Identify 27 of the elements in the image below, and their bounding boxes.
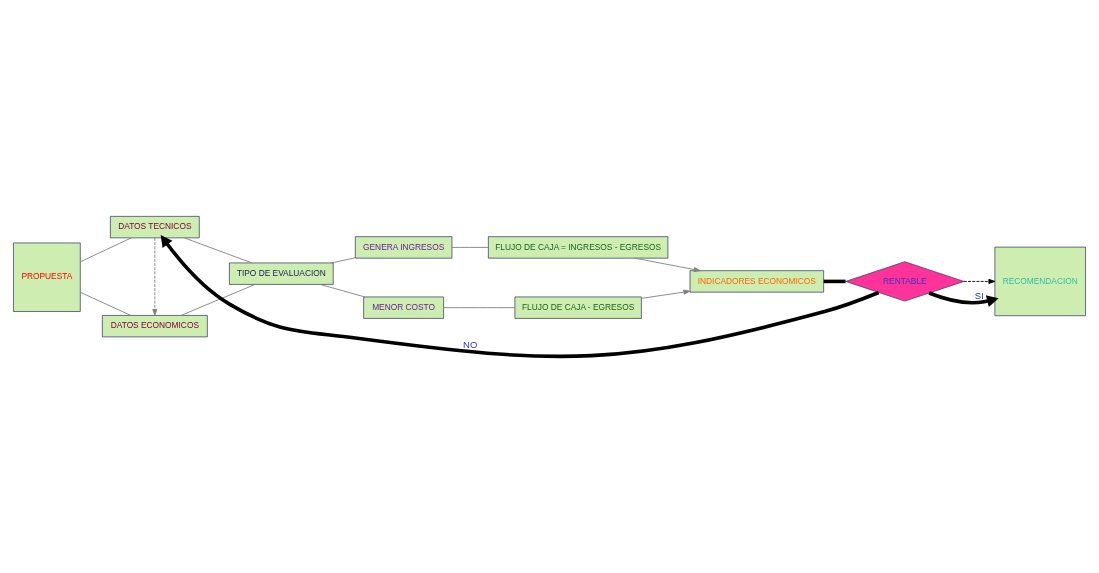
connector: [451, 246, 489, 248]
connector: [331, 257, 356, 264]
arrow: [634, 257, 701, 273]
node-box: GENERA INGRESOS: [354, 236, 453, 259]
node-box: DATOS TECNICOS: [110, 216, 200, 239]
connector: [180, 284, 256, 316]
arrow: [152, 237, 158, 316]
edge-label: SI: [974, 289, 984, 301]
node-box: DATOS ECONOMICOS: [102, 315, 208, 338]
node-box: MENOR COSTO: [363, 296, 444, 319]
arrow: [928, 291, 999, 308]
connector: [79, 291, 132, 316]
arrow: [641, 289, 691, 299]
edge-label: NO: [463, 338, 478, 350]
connector: [79, 237, 132, 263]
arrow: [963, 278, 996, 284]
node-box: TIPO DE EVALUACION: [229, 262, 334, 285]
connector: [823, 279, 846, 284]
connector: [319, 283, 366, 298]
node-box: RECOMENDACION: [994, 246, 1086, 317]
connector: [184, 237, 253, 264]
node-box: PROPUESTA: [13, 242, 81, 312]
connector: [443, 307, 516, 309]
node-box: INDICADORES ECONOMICOS: [689, 270, 824, 293]
node-box: FLUJO DE CAJA = INGRESOS - EGRESOS: [488, 236, 669, 259]
node-box: FLUJO DE CAJA - EGRESOS: [514, 296, 642, 319]
node-diamond: RENTABLE: [845, 261, 965, 302]
